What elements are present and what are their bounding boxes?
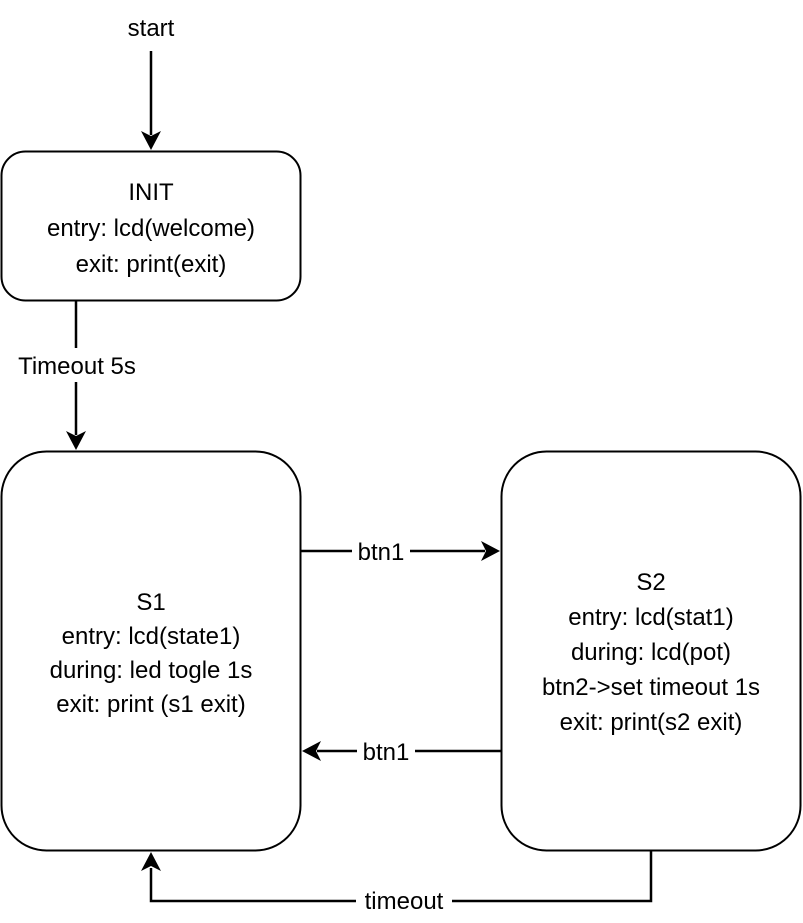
state-s2-box [500, 450, 802, 852]
state-s2-entry: entry: lcd(stat1) [568, 604, 733, 631]
transition-s1-to-s2-label: btn1 [358, 539, 405, 566]
state-s2-during: during: lcd(pot) [571, 639, 731, 666]
state-init[interactable]: INIT entry: lcd(welcome) exit: print(exi… [0, 150, 302, 302]
state-s2-btn2: btn2->set timeout 1s [542, 674, 760, 701]
transition-init-to-s1-label: Timeout 5s [18, 353, 136, 380]
state-s2[interactable]: S2 entry: lcd(stat1) during: lcd(pot) bt… [500, 450, 802, 852]
transition-s2-timeout-to-s1-label: timeout [365, 888, 444, 915]
start-label: start [128, 15, 175, 42]
state-init-box [0, 150, 302, 302]
state-s1-exit: exit: print (s1 exit) [56, 691, 245, 718]
state-s1-entry: entry: lcd(state1) [62, 623, 241, 650]
state-init-title: INIT [128, 179, 174, 206]
state-s2-exit: exit: print(s2 exit) [560, 709, 743, 736]
state-init-exit: exit: print(exit) [76, 251, 227, 278]
transition-s2-to-s1[interactable]: btn1 [302, 737, 501, 766]
transition-init-to-s1[interactable]: Timeout 5s [6, 301, 148, 450]
start-arrow [141, 51, 161, 150]
transition-s1-to-s2[interactable]: btn1 [301, 537, 500, 566]
state-s1[interactable]: S1 entry: lcd(state1) during: led togle … [0, 450, 302, 852]
state-s1-box [0, 450, 302, 852]
state-init-entry: entry: lcd(welcome) [47, 215, 255, 242]
transition-s2-to-s1-label: btn1 [363, 739, 410, 766]
state-s1-during: during: led togle 1s [50, 657, 253, 684]
state-s1-title: S1 [136, 589, 165, 616]
transition-s2-timeout-to-s1[interactable]: timeout [141, 851, 653, 916]
state-s2-title: S2 [636, 569, 665, 596]
